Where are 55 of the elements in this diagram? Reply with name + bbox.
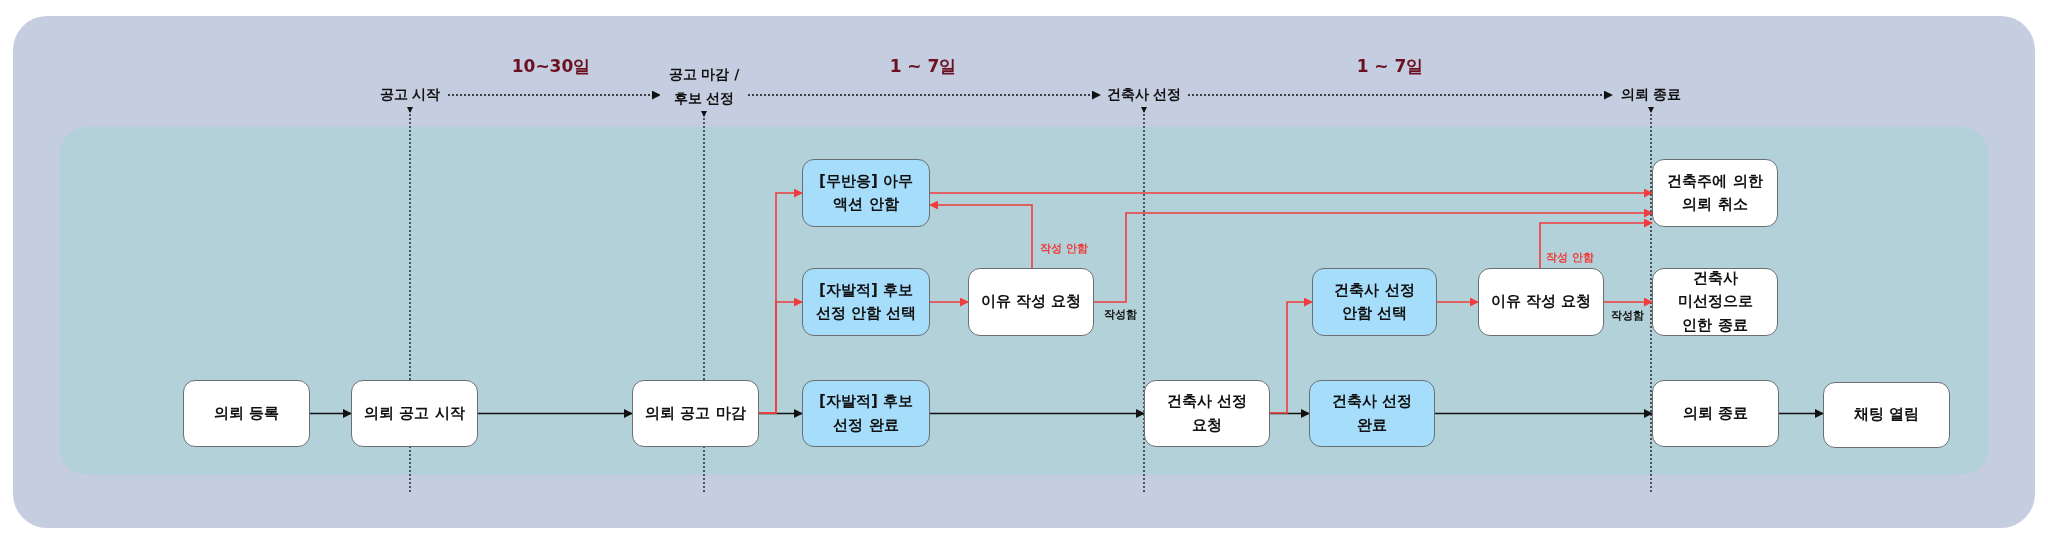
step-text: 건축사 선정 요청 [1165,391,1249,436]
process-box [802,268,930,336]
step-text: 건축사 미선정으로 인한 종료 [1676,268,1754,336]
timeline-arrow [1187,90,1613,100]
process-box [1652,380,1779,447]
arrow [477,409,633,418]
arrow [929,188,1653,198]
step-text: [자발적] 후보 선정 완료 [818,391,914,436]
step-text: 이유 작성 요청 [1490,291,1592,313]
step-text: [자발적] 후보 선정 안함 선택 [814,279,918,324]
arrow [929,297,969,307]
process-box [183,380,310,447]
step-text: 의뢰 등록 [213,402,280,424]
arrow [1269,297,1313,414]
step-text: 건축주에 의한 의뢰 취소 [1666,170,1764,215]
arrow [309,409,352,418]
arrow [1603,297,1653,307]
process-box [1478,268,1604,336]
arrow [1434,409,1653,418]
arrow [758,297,803,414]
duration-label: 1 ~ 7일 [1356,54,1424,78]
process-box [968,268,1094,336]
step-text: 이유 작성 요청 [980,291,1082,313]
edge-label: 작성함 [1610,307,1644,323]
process-box [1309,380,1435,447]
step-text: 건축사 선정 완료 [1330,391,1414,436]
edge-label: 작성함 [1103,306,1137,322]
arrow [929,409,1145,418]
step-text: 의뢰 공고 시작 [364,402,465,424]
arrow [1778,409,1824,418]
arrow [1093,208,1653,303]
process-box [802,380,930,447]
arrow [1436,297,1479,307]
process-box [1823,382,1950,448]
arrow [929,200,1033,269]
step-text: 채팅 열림 [1853,404,1920,426]
arrow [1539,218,1653,269]
process-box [351,380,478,447]
guide-line [1140,105,1148,493]
process-box [1652,159,1778,227]
edge-label: 작성 안함 [1546,249,1594,265]
process-box [1312,268,1437,336]
step-text: 의뢰 종료 [1682,402,1749,424]
step-text: [무반응] 아무 액션 안함 [818,170,914,215]
process-box [632,380,759,447]
duration-label: 1 ~ 7일 [889,54,957,78]
timeline-arrow [447,90,661,100]
process-box [802,159,930,227]
process-box [1652,268,1778,336]
duration-label: 10~30일 [511,54,591,78]
guide-line [1647,105,1655,493]
step-text: 의뢰 공고 마감 [645,402,746,424]
step-text: 건축사 선정 안함 선택 [1333,279,1416,324]
process-box [1144,380,1270,447]
edge-label: 작성 안함 [1040,240,1088,256]
